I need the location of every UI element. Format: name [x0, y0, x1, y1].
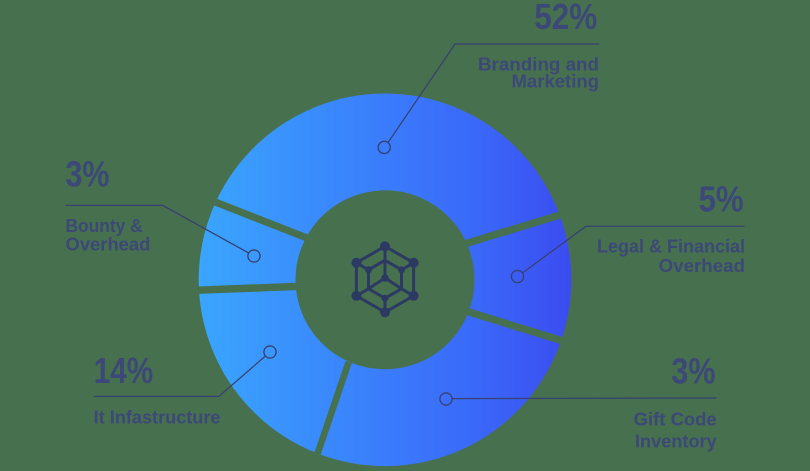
svg-text:Overhead: Overhead	[659, 256, 745, 276]
svg-text:Gift Code: Gift Code	[634, 409, 717, 429]
svg-text:Bounty &: Bounty &	[66, 216, 143, 236]
svg-text:It Infastructure: It Infastructure	[94, 407, 221, 427]
svg-text:3%: 3%	[66, 153, 110, 194]
svg-text:Branding and: Branding and	[478, 54, 599, 74]
svg-text:Legal & Financial: Legal & Financial	[597, 237, 745, 257]
svg-text:52%: 52%	[534, 0, 597, 37]
svg-text:Inventory: Inventory	[635, 431, 717, 451]
svg-text:Marketing: Marketing	[512, 71, 600, 91]
svg-text:5%: 5%	[699, 179, 744, 220]
svg-text:Overhead: Overhead	[66, 234, 151, 254]
svg-text:14%: 14%	[94, 350, 154, 391]
svg-text:3%: 3%	[671, 351, 715, 392]
